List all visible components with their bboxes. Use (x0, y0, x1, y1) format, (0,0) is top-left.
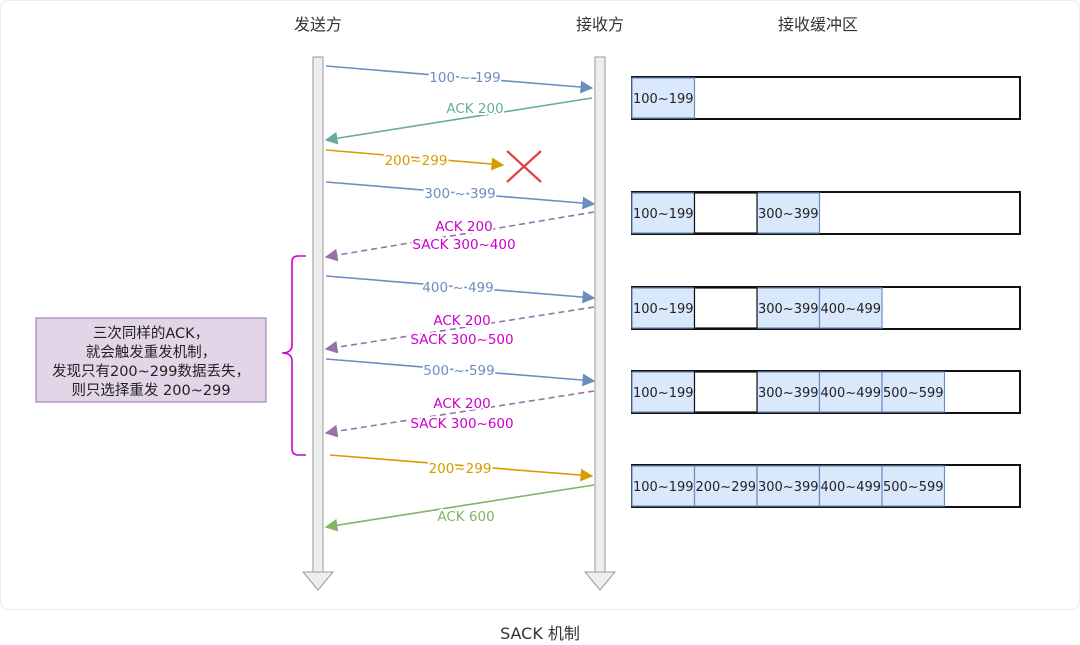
msg-data-200-299-retransmit: 200~299 (329, 454, 594, 482)
buffer-cell (631, 77, 696, 119)
sack-300-500-label-2: SACK 300~500 (410, 332, 513, 348)
receiver-lifeline (583, 56, 617, 591)
sack-300-400-label-1: ACK 200 (435, 219, 492, 235)
data-300-399-label: 300 ~ 399 (424, 186, 495, 202)
figure-caption: SACK 机制 (500, 624, 580, 643)
buffer-cell (631, 192, 696, 234)
buffer-outline (631, 76, 1021, 120)
buffer-cell-label: 400~499 (820, 302, 881, 317)
buffer-cell-label: 100~199 (633, 207, 694, 222)
ack-600-label: ACK 600 (437, 509, 494, 525)
sack-300-500-label-1: ACK 200 (433, 313, 490, 329)
buffer-cell (756, 192, 821, 234)
buffer-cell-label: 500~599 (883, 386, 944, 401)
buffer-cell (881, 465, 946, 507)
buffer-cell (693, 465, 758, 507)
buffer-cell-label: 400~499 (820, 386, 881, 401)
ack-200-label: ACK 200 (446, 101, 503, 117)
buffer-cell-label: 400~499 (820, 480, 881, 495)
buffer-cell-label: 300~399 (758, 480, 819, 495)
buffer-gap (693, 287, 758, 329)
buffer-cell-label: 200~299 (695, 480, 756, 495)
buffer-cell-label: 100~199 (633, 480, 694, 495)
ack-600-arrow (324, 484, 595, 532)
buffer-cell-label: 100~199 (633, 386, 694, 401)
buffer-row-2: 100~199 300~399 (631, 191, 1021, 235)
msg-data-500-599: 500 ~ 599 (325, 358, 596, 387)
note-line-4: 则只选择重发 200~299 (71, 382, 230, 399)
buffer-row-1: 100~199 (631, 76, 1021, 120)
note-line-2: 就会触发重发机制， (86, 344, 217, 361)
note-line-1: 三次同样的ACK， (93, 325, 209, 342)
buffer-gap (693, 192, 758, 234)
sack-300-400-arrow (324, 211, 595, 262)
buffer-cell-label: 300~399 (758, 302, 819, 317)
data-200-299-retransmit-label: 200~299 (429, 461, 492, 477)
sack-300-600-label-2: SACK 300~600 (410, 416, 513, 432)
buffer-cell (631, 465, 696, 507)
msg-data-200-299-lost: 200~299 (325, 149, 505, 171)
buffer-cell-label: 300~399 (758, 386, 819, 401)
msg-ack-600: ACK 600 (324, 484, 595, 532)
data-300-399-arrow (325, 181, 596, 210)
msg-data-100-199: 100 ~ 199 (325, 65, 594, 94)
data-500-599-label: 500 ~ 599 (423, 363, 494, 379)
buffer-cell (756, 287, 821, 329)
sender-header: 发送方 (294, 15, 342, 34)
receiver-header: 接收方 (576, 15, 624, 34)
data-400-499-arrow (325, 275, 596, 304)
packet-lost-cross (506, 150, 542, 183)
buffer-cell-label: 100~199 (633, 92, 694, 107)
ack-200-arrow (324, 97, 593, 145)
data-200-299-lost-label: 200~299 (385, 153, 448, 169)
buffer-cell (818, 287, 883, 329)
buffer-cell (881, 371, 946, 413)
msg-data-400-499: 400 ~ 499 (325, 275, 596, 304)
buffer-gap (693, 371, 758, 413)
note-line-3: 发现只有200~299数据丢失， (52, 363, 250, 380)
msg-ack-200: ACK 200 (324, 97, 593, 145)
sack-300-400-label-2: SACK 300~400 (412, 237, 515, 253)
data-500-599-arrow (325, 358, 596, 387)
buffer-cell-label: 100~199 (633, 302, 694, 317)
msg-data-300-399: 300 ~ 399 (325, 181, 596, 210)
retransmit-note: 三次同样的ACK， 就会触发重发机制， 发现只有200~299数据丢失， 则只选择重发… (35, 317, 267, 403)
sack-300-600-arrow (324, 390, 595, 438)
duplicate-ack-brace (281, 255, 306, 456)
data-200-299-lost-arrow (325, 149, 505, 171)
buffer-cell-label: 500~599 (883, 480, 944, 495)
data-100-199-label: 100 ~ 199 (429, 70, 500, 86)
buffer-cell (756, 371, 821, 413)
buffer-header: 接收缓冲区 (778, 15, 858, 34)
sack-300-600-label-1: ACK 200 (433, 396, 490, 412)
data-100-199-arrow (325, 65, 594, 94)
buffer-cell (818, 371, 883, 413)
data-200-299-retransmit-arrow (329, 454, 594, 482)
sender-lifeline (301, 56, 335, 591)
data-400-499-label: 400 ~ 499 (422, 280, 493, 296)
buffer-cell (818, 465, 883, 507)
buffer-cell-label: 300~399 (758, 207, 819, 222)
sack-300-500-arrow (324, 306, 595, 354)
